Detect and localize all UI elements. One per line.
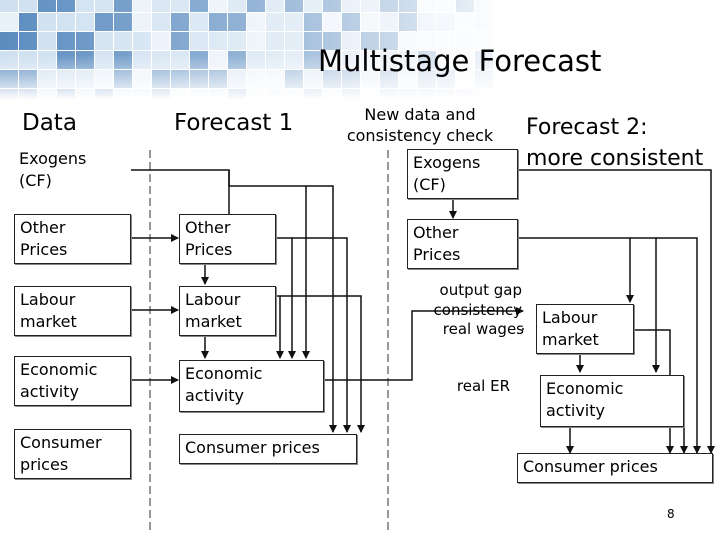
check-box-other-prices: Other Prices bbox=[407, 219, 518, 269]
label-real-er: real ER bbox=[456, 377, 510, 395]
f1-box-consumer-prices: Consumer prices bbox=[179, 434, 357, 464]
data-box-labour-market: Labour market bbox=[14, 286, 131, 336]
f1-box-economic-activity: Economic activity bbox=[179, 360, 324, 412]
label-output-gap-consistency: output gap consistency bbox=[433, 281, 522, 319]
arrow-output-gap bbox=[324, 307, 524, 381]
arrow-other-to-f2-labour bbox=[518, 237, 634, 303]
data-box-consumer-prices: Consumer prices bbox=[14, 429, 131, 479]
data-box-other-prices: Other Prices bbox=[14, 214, 131, 264]
column-header-consistency-check: New data and consistency check bbox=[346, 105, 494, 145]
column-header-forecast-1: Forecast 1 bbox=[174, 110, 294, 136]
f1-box-other-prices: Other Prices bbox=[179, 214, 276, 264]
arrow-exogens-to-consumer bbox=[306, 185, 337, 433]
check-box-exogens: Exogens (CF) bbox=[407, 149, 518, 199]
data-box-exogens: Exogens (CF) bbox=[14, 146, 131, 194]
arrow-exogens-to-f2-labour bbox=[518, 169, 715, 454]
f2-box-consumer-prices: Consumer prices bbox=[517, 453, 713, 483]
column-header-forecast-2: Forecast 2: more consistent bbox=[526, 115, 704, 171]
arrow-labour-to-consumer-2 bbox=[280, 295, 365, 433]
arrow-other-to-consumer-2 bbox=[292, 237, 351, 433]
label-real-wages: real wages bbox=[442, 320, 524, 338]
f2-box-labour-market: Labour market bbox=[536, 304, 634, 354]
arrow-other-to-consumer bbox=[275, 237, 296, 359]
f1-box-labour-market: Labour market bbox=[179, 286, 276, 336]
header-mosaic bbox=[0, 0, 720, 100]
arrow-exogens-to-econ bbox=[228, 170, 310, 359]
arrow-other-to-f2-consumer bbox=[656, 237, 701, 454]
column-header-data: Data bbox=[22, 110, 77, 136]
slide-title: Multistage Forecast bbox=[318, 44, 602, 78]
f2-box-economic-activity: Economic activity bbox=[540, 375, 684, 427]
page-number: 8 bbox=[667, 507, 675, 521]
data-box-economic-activity: Economic activity bbox=[14, 356, 131, 406]
